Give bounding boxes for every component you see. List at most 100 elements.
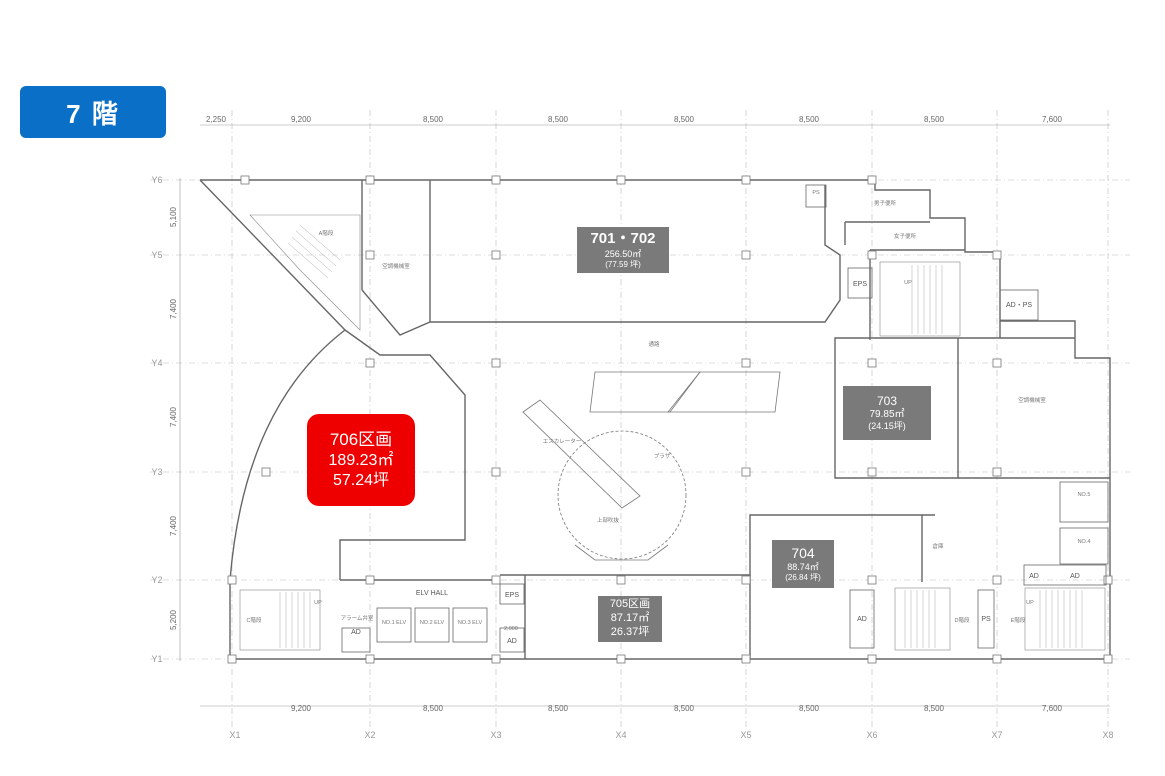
escalators <box>522 371 781 509</box>
ps-box-2 <box>805 184 827 208</box>
elv-hall-label: ELV HALL <box>416 590 448 597</box>
top-dim: 8,500 <box>423 115 444 124</box>
core-rooms <box>341 184 1109 653</box>
left-dim: 5,100 <box>169 206 178 227</box>
elevator-3-box <box>452 607 488 643</box>
elevator-1-label: NO.1 ELV <box>382 620 407 626</box>
elevator-1-box <box>376 607 412 643</box>
elevator-4-label: NO.4 <box>1078 539 1091 545</box>
mech-room-label: 空調機械室 <box>382 262 410 270</box>
ad-label: AD <box>507 638 517 645</box>
plaza-label: プラザ <box>654 453 671 460</box>
mens-wc-label: 男子便所 <box>874 199 897 207</box>
d-stair <box>894 587 951 651</box>
elevator-3-label: NO.3 ELV <box>458 620 483 626</box>
unit-706-area: 189.23㎡ <box>328 451 394 469</box>
left-dim: 5,200 <box>169 609 178 630</box>
x-axis-label: X4 <box>615 730 626 740</box>
unit-701-702[interactable]: 701・702 256.50㎡ (77.59 坪) <box>577 227 669 273</box>
unit-703-tsubo: (24.15坪) <box>868 421 906 432</box>
bottom-dimension-labels: 9,200 8,500 8,500 8,500 8,500 8,500 7,60… <box>291 704 1063 713</box>
left-dim: 7,400 <box>169 406 178 427</box>
x-axis-label: X3 <box>490 730 501 740</box>
alarm-room-label: アラーム弁室 <box>341 614 374 622</box>
y-axis-label: Y2 <box>151 575 162 585</box>
x-axis-label: X6 <box>866 730 877 740</box>
y-axis-label: Y6 <box>151 175 162 185</box>
unit-701-702-area: 256.50㎡ <box>604 248 642 259</box>
ad-box-2 <box>341 627 371 653</box>
c-stair-label: C階段 <box>247 616 262 624</box>
up-label: UP <box>904 280 912 286</box>
top-dim: 8,500 <box>674 115 695 124</box>
y-axis-label: Y1 <box>151 654 162 664</box>
stair-treads <box>279 224 1083 648</box>
elv4-box <box>1059 527 1109 565</box>
left-dimension-labels: 5,100 7,400 7,400 7,400 5,200 <box>169 206 178 630</box>
unit-706-name: 706区画 <box>329 430 393 450</box>
y-axis-label: Y5 <box>151 250 162 260</box>
building-walls <box>199 179 1111 660</box>
unit-701-702-tsubo: (77.59 坪) <box>605 260 641 269</box>
corridor-label: 通路 <box>648 340 660 348</box>
x-axis-label: X7 <box>991 730 1002 740</box>
bottom-dim: 8,500 <box>548 704 569 713</box>
unit-705-tsubo: 26.37坪 <box>610 625 650 638</box>
y-axis-labels: Y6 Y5 Y4 Y3 Y2 Y1 <box>151 175 162 664</box>
ad-label: AD <box>1029 573 1039 580</box>
elv5-box <box>1059 481 1109 523</box>
columns <box>227 175 1113 664</box>
left-dim: 7,400 <box>169 515 178 536</box>
unit-704-area: 88.74㎡ <box>787 562 819 573</box>
unit-703-area: 79.85㎡ <box>869 408 905 420</box>
ad-box-1 <box>499 627 525 653</box>
top-dimension-labels: 2,250 9,200 8,500 8,500 8,500 8,500 8,50… <box>206 115 1063 124</box>
bottom-dim: 8,500 <box>799 704 820 713</box>
unit-704[interactable]: 704 88.74㎡ (26.84 坪) <box>772 540 834 588</box>
ad-label: AD <box>857 616 867 623</box>
bottom-dim: 8,500 <box>924 704 945 713</box>
top-dim: 8,500 <box>924 115 945 124</box>
unit-704-tsubo: (26.84 坪) <box>785 573 821 583</box>
ad-ps-label: AD・PS <box>1006 302 1032 309</box>
x-axis-label: X2 <box>364 730 375 740</box>
unit-705[interactable]: 705区画 87.17㎡ 26.37坪 <box>598 596 662 642</box>
top-dim: 9,200 <box>291 115 312 124</box>
ps-label: PS <box>812 190 820 196</box>
elevator-2-label: NO.2 ELV <box>420 620 445 626</box>
d-stair-label: D階段 <box>955 616 970 624</box>
floor-label-badge: 7 階 <box>20 86 166 138</box>
bottom-dim: 8,500 <box>423 704 444 713</box>
elevator-5-label: NO.5 <box>1078 492 1091 498</box>
eps-label: EPS <box>853 281 867 288</box>
unit-706[interactable]: 706区画 189.23㎡ 57.24坪 <box>307 414 415 506</box>
ad-label: AD <box>1070 573 1080 580</box>
ad-label: AD <box>351 629 361 636</box>
escalator-label: エスカレーター <box>543 437 582 445</box>
ps-box <box>977 589 995 649</box>
eps-box <box>499 583 525 605</box>
top-dim: 2,250 <box>206 115 227 124</box>
unit-706-tsubo: 57.24坪 <box>332 471 390 489</box>
ad-ps-box <box>999 289 1039 321</box>
bottom-dim: 8,500 <box>674 704 695 713</box>
unit-703[interactable]: 703 79.85㎡ (24.15坪) <box>843 386 931 440</box>
dimension-lines <box>179 124 1110 707</box>
eps-box-2 <box>847 267 873 299</box>
plaza-area <box>557 430 687 561</box>
unit-705-name: 705区画 <box>609 598 651 611</box>
ps-label: PS <box>981 616 991 623</box>
womens-wc-label: 女子便所 <box>894 232 917 240</box>
elevator-2-box <box>414 607 450 643</box>
b-stair <box>879 261 961 337</box>
unit-703-name: 703 <box>876 393 898 408</box>
top-dim: 7,600 <box>1042 115 1063 124</box>
x-axis-label: X1 <box>229 730 240 740</box>
mech-room-label: 空調機械室 <box>1018 396 1046 404</box>
storage-label: 倉庫 <box>932 542 944 550</box>
room-labels: ELV HALL EPS AD AD AD PS AD AD EPS AD・PS… <box>247 190 1091 645</box>
x-axis-label: X5 <box>740 730 751 740</box>
y-axis-label: Y3 <box>151 467 162 477</box>
a-stair-label: A階段 <box>319 229 334 237</box>
